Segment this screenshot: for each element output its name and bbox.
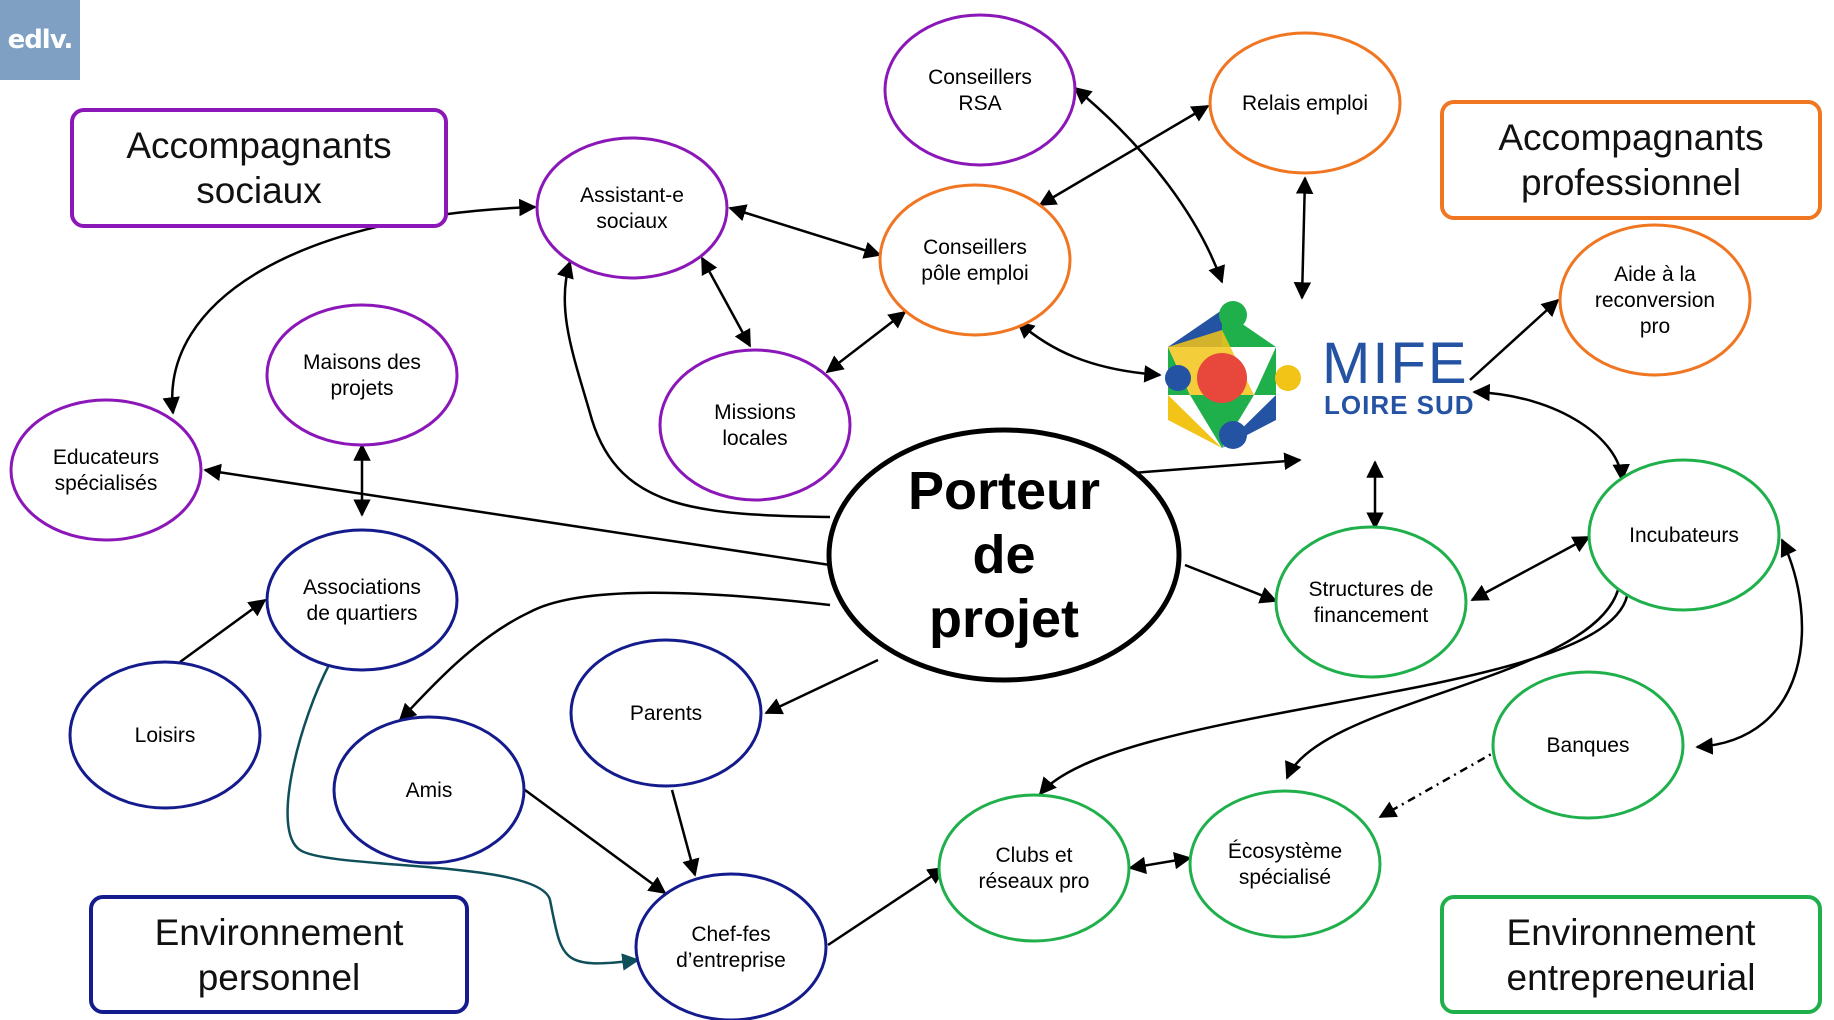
node-parents-ellipse (569, 638, 763, 788)
node-conseillers-pole-emploi-ellipse (878, 183, 1072, 337)
edge-mife-to-aide-reconversion (1469, 298, 1560, 381)
edge-porteur-to-amis (398, 591, 831, 722)
edge-associations-quartiers-to-chef-entreprise (286, 662, 640, 971)
node-relais-emploi-ellipse (1208, 31, 1402, 175)
node-loisirs-ellipse (68, 660, 262, 810)
node-educateurs-ellipse (9, 398, 203, 542)
edge-conseillers-pole-emploi-to-mife (1016, 320, 1162, 383)
node-structures-financement-ellipse (1274, 525, 1468, 679)
node-banques-ellipse (1491, 670, 1685, 820)
node-assistants-sociaux-ellipse (535, 136, 729, 280)
node-banques[interactable]: Banques (1491, 670, 1685, 820)
node-loisirs[interactable]: Loisirs (68, 660, 262, 810)
edge-porteur-to-parents (764, 658, 879, 715)
node-parents-label: Parents (630, 702, 702, 725)
edge-incubateurs-to-clubs-reseaux (1038, 589, 1630, 796)
edlv-logo: edlv. (0, 0, 80, 80)
edge-relais-emploi-to-mife (1293, 176, 1314, 300)
edge-assistants-sociaux-to-missions-locales (700, 256, 752, 348)
node-loisirs-label: Loisirs (135, 724, 196, 747)
node-relais-emploi-label: Relais emploi (1242, 92, 1368, 115)
edge-porteur-to-educateurs (203, 463, 831, 567)
node-incubateurs-label: Incubateurs (1629, 524, 1739, 547)
node-amis-label: Amis (406, 779, 453, 802)
edge-banques-to-ecosysteme (1378, 746, 1503, 819)
node-chef-entreprise-ellipse (634, 872, 828, 1020)
edge-clubs-reseaux-to-ecosysteme (1128, 851, 1192, 875)
edge-missions-locales-to-conseillers-pole-emploi (825, 310, 907, 374)
node-missions-locales-ellipse (658, 348, 852, 502)
mife-logo-mark (1165, 301, 1301, 449)
edge-porteur-to-assistants-sociaux (556, 260, 831, 519)
node-ecosysteme-ellipse (1188, 789, 1382, 939)
edge-mife-to-incubateurs (1472, 383, 1630, 482)
node-banques-label: Banques (1547, 734, 1630, 757)
edge-incubateurs-to-banques (1695, 538, 1804, 755)
node-relais-emploi[interactable]: Relais emploi (1208, 31, 1402, 175)
mife-logo-title: MIFE (1322, 331, 1469, 396)
edge-relais-emploi-to-conseillers-pole-emploi (1038, 104, 1210, 207)
edge-conseillers-rsa-to-mife (1073, 86, 1225, 284)
node-amis[interactable]: Amis (332, 715, 526, 865)
edge-parents-to-chef-entreprise (670, 789, 700, 877)
node-incubateurs-ellipse (1587, 458, 1781, 612)
node-conseillers-rsa-ellipse (883, 13, 1077, 167)
node-maisons-projets-ellipse (265, 303, 459, 447)
node-porteur-ellipse (826, 427, 1182, 683)
node-aide-reconversion-ellipse (1558, 223, 1752, 377)
node-parents[interactable]: Parents (569, 638, 763, 788)
node-associations-quartiers-ellipse (265, 528, 459, 672)
edge-porteur-to-structures-financement (1184, 563, 1278, 604)
mife-logo-subtitle: LOIRE SUD (1324, 390, 1475, 420)
edge-loisirs-to-associations-quartiers (179, 598, 267, 664)
node-incubateurs[interactable]: Incubateurs (1587, 458, 1781, 612)
node-clubs-reseaux-ellipse (937, 793, 1131, 943)
edge-chef-entreprise-to-clubs-reseaux (827, 866, 946, 947)
edge-assistants-sociaux-to-conseillers-pole-emploi (728, 204, 882, 259)
edge-amis-to-chef-entreprise (524, 788, 667, 895)
node-amis-ellipse (332, 715, 526, 865)
edge-porteur-to-mife (1131, 452, 1302, 475)
edge-structures-financement-to-incubateurs (1470, 535, 1591, 602)
edge-incubateurs-to-ecosysteme (1285, 589, 1620, 780)
